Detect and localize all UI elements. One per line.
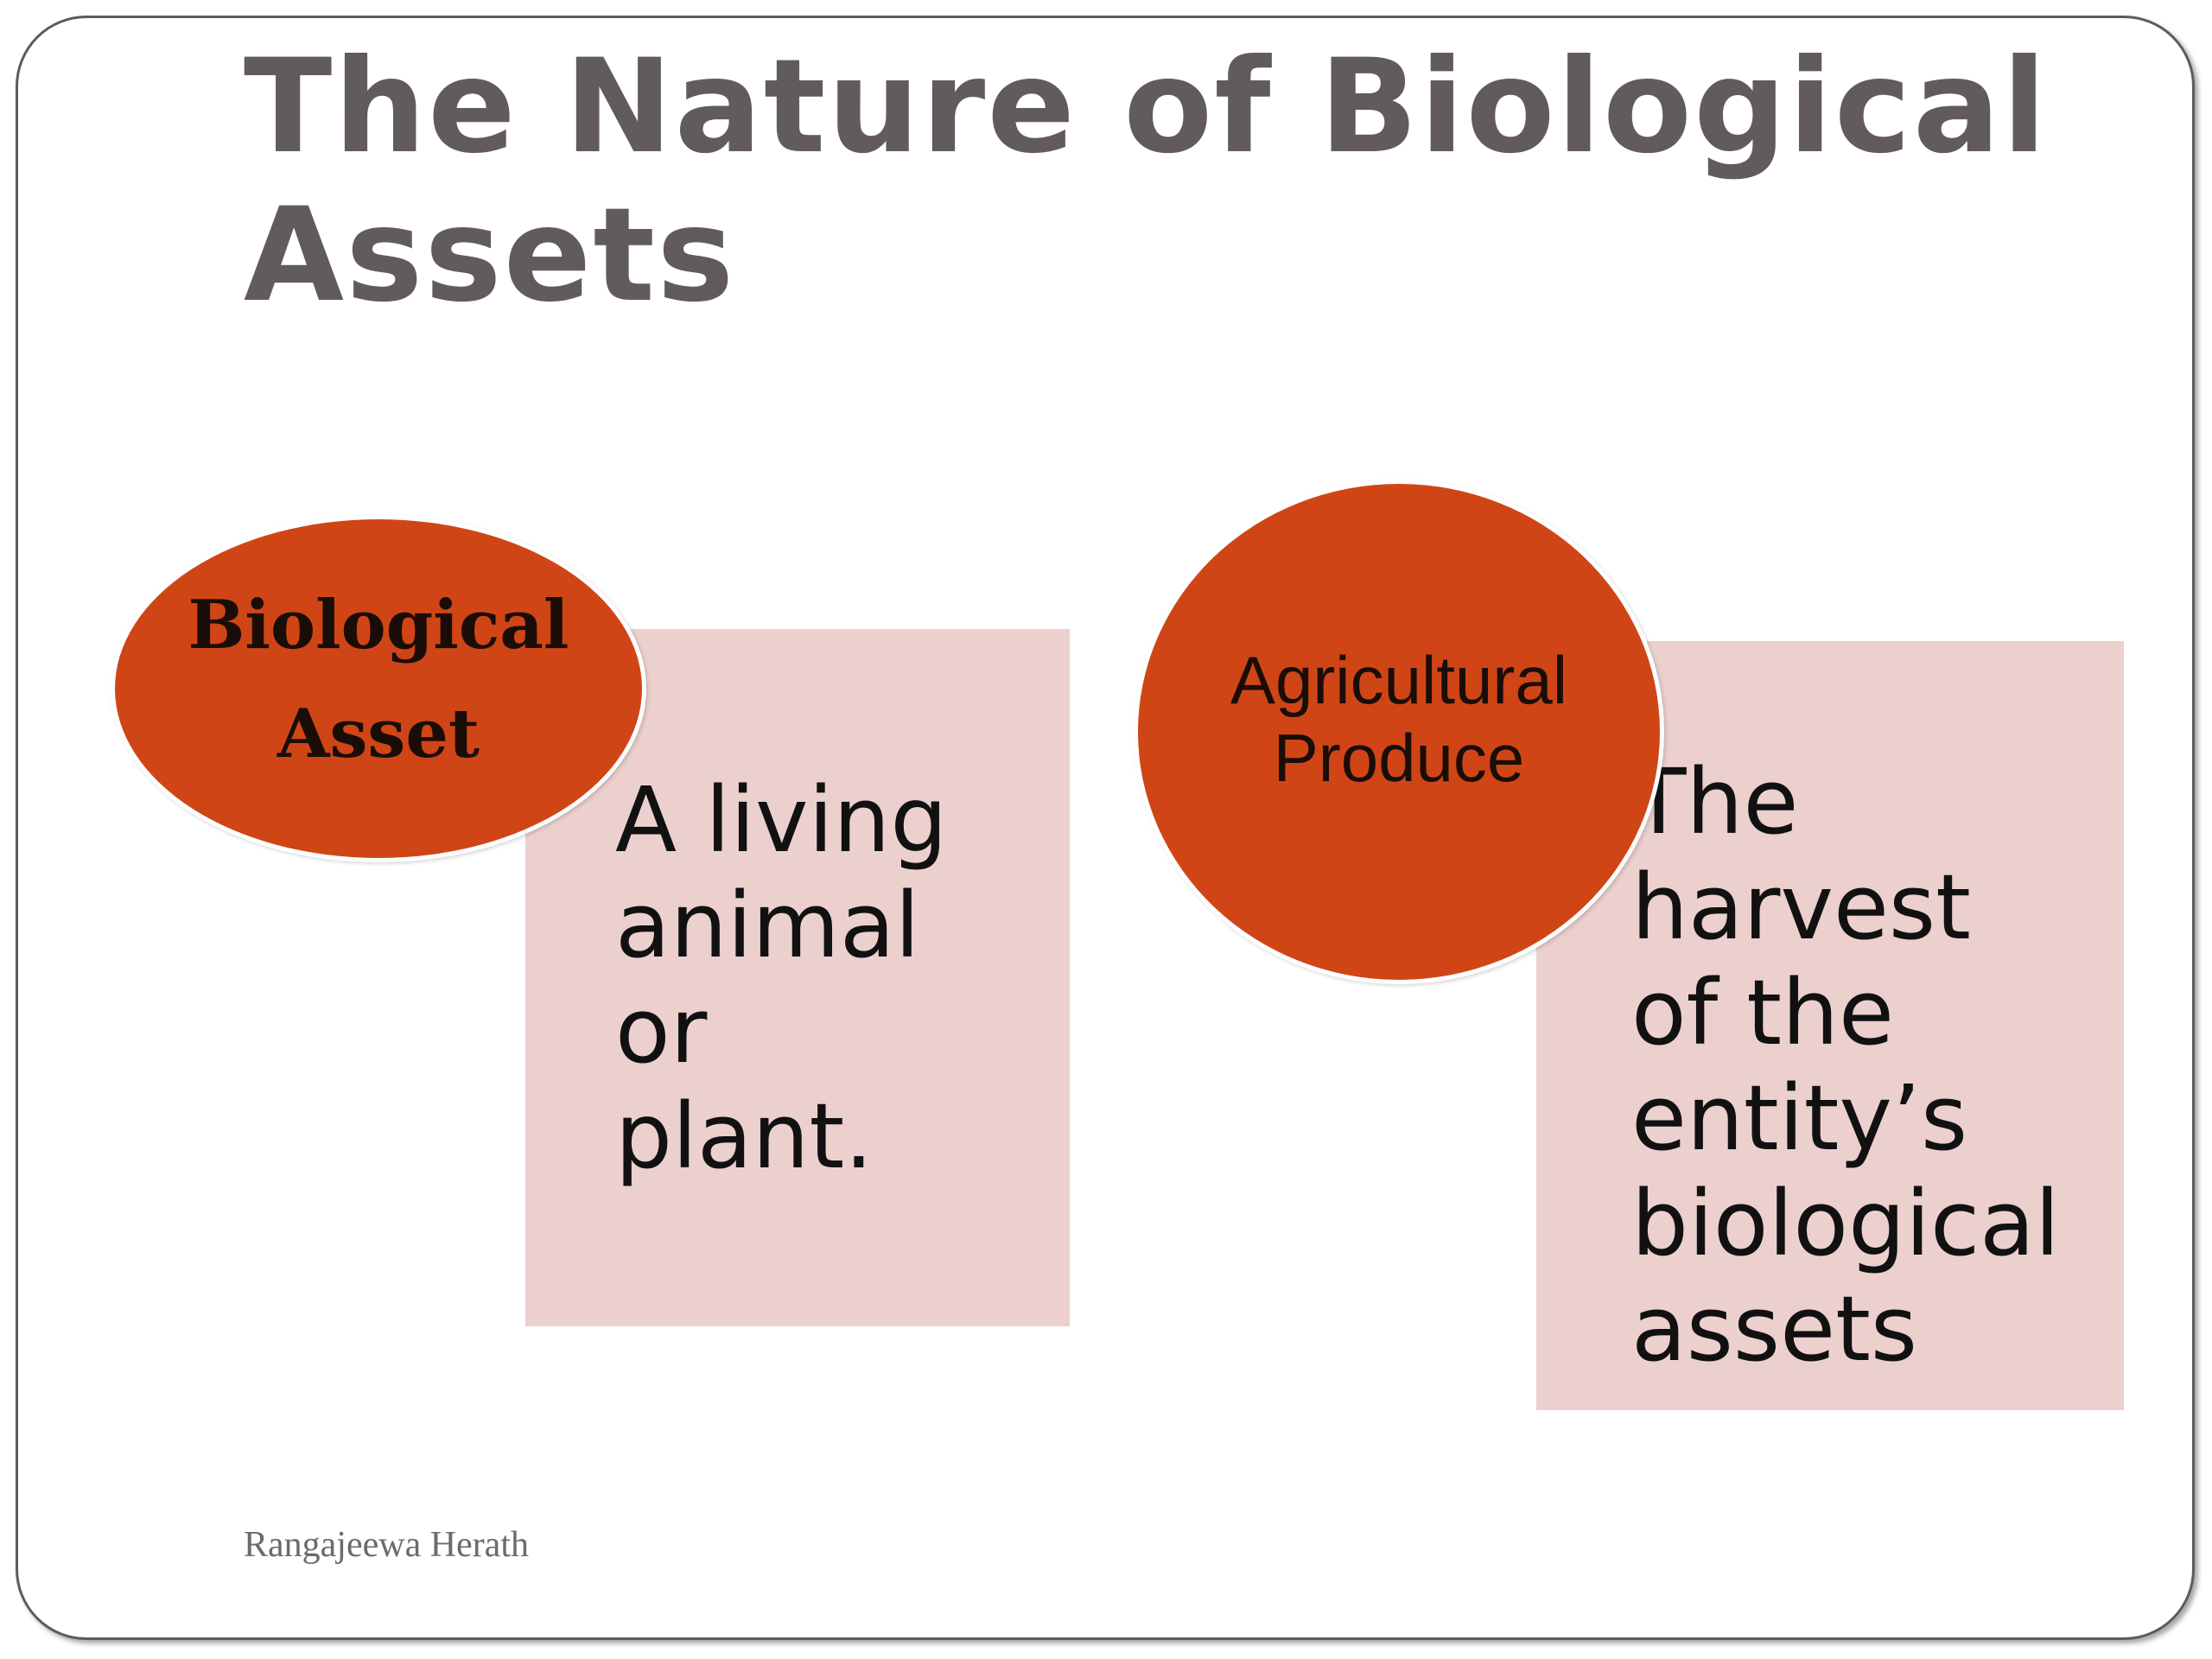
- agricultural-produce-label: Agricultural Produce: [1230, 642, 1568, 796]
- biological-asset-definition: A living animal or plant.: [615, 767, 948, 1189]
- biological-asset-label: Biological Asset: [188, 586, 569, 773]
- slide-title: The Nature of Biological Assets: [244, 32, 2049, 331]
- author-footer: Rangajeewa Herath: [244, 1525, 529, 1565]
- agricultural-produce-definition-box: The harvest of the entity’s biological a…: [1536, 641, 2124, 1410]
- agricultural-produce-circle: Agricultural Produce: [1134, 480, 1664, 984]
- biological-asset-oval: Biological Asset: [111, 515, 646, 862]
- agricultural-produce-definition: The harvest of the entity’s biological a…: [1631, 749, 2060, 1382]
